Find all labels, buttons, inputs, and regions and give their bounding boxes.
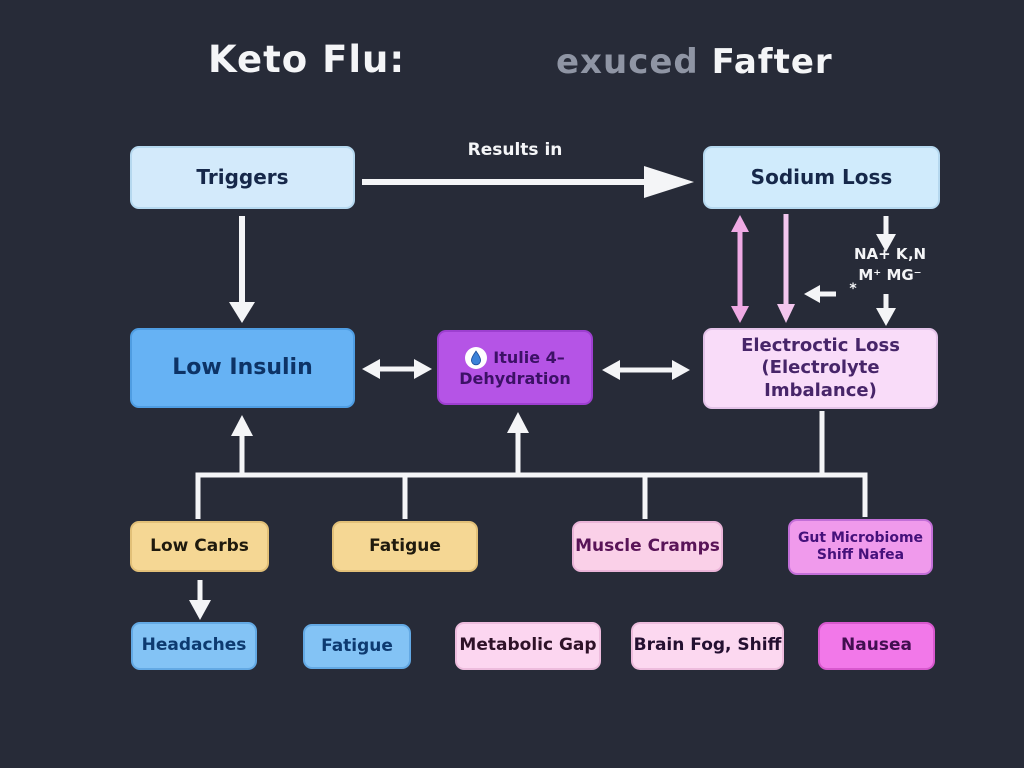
sodium-electrolyte-down-arrow — [777, 214, 795, 323]
headaches-box: Headaches — [131, 622, 257, 670]
muscle-cramps-label: Muscle Cramps — [575, 535, 720, 556]
low-carbs-to-headaches-arrow — [189, 580, 211, 620]
headaches-label: Headaches — [141, 635, 247, 656]
dehydration-up-arrow — [507, 412, 529, 475]
fatigue-bottom-label: Fatigue — [321, 635, 393, 656]
gut-microbiome-box: Gut Microbiome Shiff Nafea — [788, 519, 933, 575]
page-title: Keto Flu: — [208, 38, 406, 81]
nausea-box: Nausea — [818, 622, 935, 670]
muscle-cramps-box: Muscle Cramps — [572, 521, 723, 572]
triggers-label: Triggers — [196, 165, 289, 189]
results-in-label: Results in — [467, 140, 563, 160]
low-insulin-up-arrow — [231, 415, 253, 475]
ion-left-arrow — [804, 285, 836, 303]
page-title-right: exuced Fafter — [556, 42, 833, 82]
ion-labels: NA+ K‚N M⁺ MG⁻ — [838, 244, 942, 286]
low-insulin-box: Low Insulin — [130, 328, 355, 408]
triggers-to-low-insulin-arrow — [229, 216, 255, 323]
gut-microbiome-line2: Shiff Nafea — [816, 547, 905, 563]
sodium-loss-label: Sodium Loss — [750, 165, 893, 189]
gut-microbiome-line1: Gut Microbiome — [797, 529, 924, 546]
fatigue-mid-box: Fatigue — [332, 521, 478, 572]
low-insulin-dehydration-arrow — [362, 359, 432, 379]
title-gray-word: exuced — [556, 42, 699, 82]
triggers-box: Triggers — [130, 146, 355, 209]
low-insulin-label: Low Insulin — [172, 355, 313, 381]
ion-line2: M⁺ MG⁻ — [858, 266, 922, 284]
fatigue-bottom-box: Fatigue — [303, 624, 411, 669]
electrolyte-line2: (Electrolyte Imbalance) — [761, 357, 880, 401]
metabolic-gap-label: Metabolic Gap — [459, 635, 597, 656]
dehydration-line1: Itulie 4– — [493, 347, 565, 367]
nausea-label: Nausea — [841, 635, 912, 656]
dehydration-line2: Dehydration — [459, 368, 571, 388]
low-carbs-box: Low Carbs — [130, 521, 269, 572]
ion-to-electrolyte-down-arrow — [876, 294, 896, 326]
sodium-loss-box: Sodium Loss — [703, 146, 940, 209]
electrolyte-line1: Electroctic Loss — [741, 334, 900, 356]
dehydration-box: Itulie 4– Dehydration — [437, 330, 593, 405]
dehydration-electrolyte-arrow — [602, 360, 690, 380]
ion-line1: NA+ K‚N — [853, 245, 927, 263]
brain-fog-label: Brain Fog, Shiff — [633, 635, 782, 656]
results-in-arrow — [362, 166, 694, 198]
sodium-electrolyte-double-arrow — [731, 215, 749, 323]
low-carbs-label: Low Carbs — [150, 535, 249, 556]
fatigue-mid-label: Fatigue — [369, 535, 441, 556]
water-drop-icon — [465, 346, 488, 369]
brain-fog-box: Brain Fog, Shiff — [631, 622, 784, 670]
electrolyte-loss-box: Electroctic Loss (Electrolyte Imbalance) — [703, 328, 938, 409]
symptom-tree-connector — [195, 411, 868, 519]
title-white-word: Fafter — [711, 42, 833, 82]
asterisk-label: * — [849, 281, 857, 297]
metabolic-gap-box: Metabolic Gap — [455, 622, 601, 670]
